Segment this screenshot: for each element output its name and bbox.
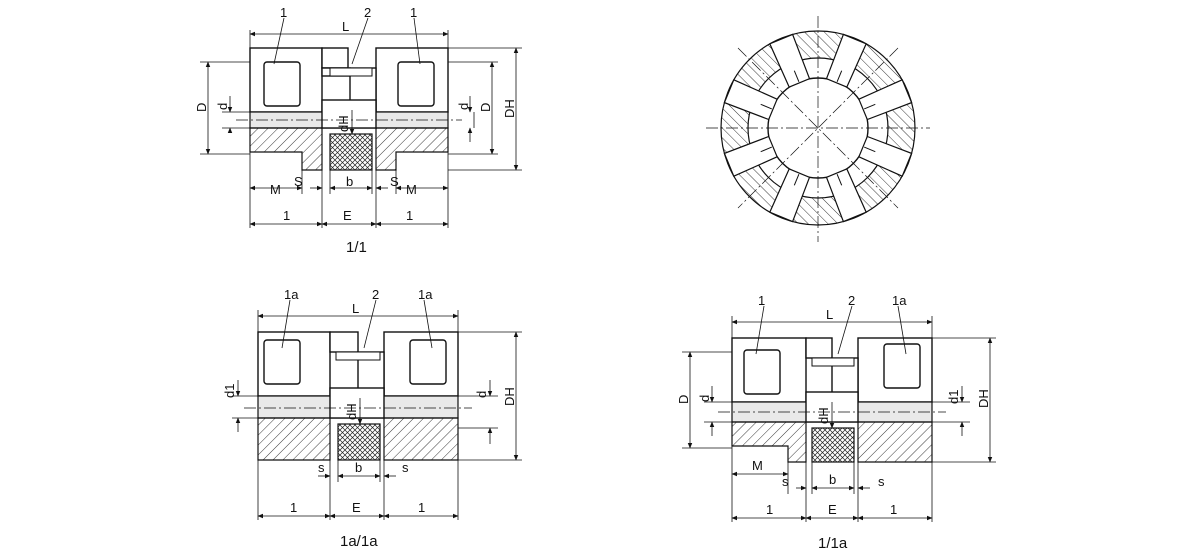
label-len-right: 1 bbox=[890, 502, 897, 517]
spider-cam bbox=[723, 78, 778, 121]
spider-cam-tip bbox=[793, 70, 800, 82]
label-d1: d1 bbox=[946, 390, 961, 404]
figure-3-caption: 1a/1a bbox=[340, 533, 378, 550]
label-dH: dH bbox=[344, 403, 359, 420]
label-S-right: S bbox=[390, 174, 399, 189]
label-D-left: D bbox=[194, 103, 209, 112]
spider-cam-tip bbox=[864, 146, 876, 153]
label-hub-left: 1 bbox=[758, 293, 765, 308]
spider-cam-tip bbox=[836, 174, 843, 186]
label-b: b bbox=[355, 460, 362, 475]
label-len-left: 1 bbox=[290, 500, 297, 515]
label-len-right: 1 bbox=[418, 500, 425, 515]
label-hub-left: 1 bbox=[280, 5, 287, 20]
figure-4-coupling-1-1a: 1 2 1a L D d d1 DH dH M s b s 1 E 1 1/1a bbox=[676, 293, 996, 552]
spider-cam-tip bbox=[793, 174, 800, 186]
label-d: d bbox=[697, 395, 712, 402]
label-S-left: S bbox=[294, 174, 303, 189]
label-d: d bbox=[474, 391, 489, 398]
spider-cam bbox=[858, 78, 913, 121]
figure-4-caption: 1/1a bbox=[818, 535, 848, 552]
label-hub-right: 1a bbox=[418, 287, 433, 302]
spider-cam bbox=[858, 135, 913, 178]
label-len-left: 1 bbox=[766, 502, 773, 517]
label-s-left: s bbox=[318, 460, 325, 475]
label-DH: DH bbox=[502, 99, 517, 118]
spider-cam bbox=[768, 168, 811, 223]
label-d-left: d bbox=[215, 103, 230, 110]
label-DH: DH bbox=[976, 389, 991, 408]
label-L: L bbox=[826, 307, 833, 322]
label-d-right: d bbox=[456, 103, 471, 110]
label-E: E bbox=[352, 500, 361, 515]
label-DH: DH bbox=[502, 387, 517, 406]
label-hub-left: 1a bbox=[284, 287, 299, 302]
spider-cam bbox=[825, 168, 868, 223]
spider-cam-tip bbox=[836, 70, 843, 82]
label-E: E bbox=[343, 208, 352, 223]
label-s-right: s bbox=[878, 474, 885, 489]
spider-cam bbox=[825, 33, 868, 88]
label-insert: 2 bbox=[848, 293, 855, 308]
label-D: D bbox=[676, 395, 691, 404]
label-M-left: M bbox=[270, 182, 281, 197]
label-D-right: D bbox=[478, 103, 493, 112]
label-b: b bbox=[346, 174, 353, 189]
label-hub-right: 1a bbox=[892, 293, 907, 308]
spider-cam bbox=[768, 33, 811, 88]
figure-1-caption: 1/1 bbox=[346, 239, 367, 256]
figure-2-spider-cross-section bbox=[706, 16, 930, 242]
spider-cam-tip bbox=[760, 103, 772, 110]
label-s-left: s bbox=[782, 474, 789, 489]
figure-1-coupling-1-1: 1 2 1 L D d d D DH dH M S b S M 1 E 1 1/… bbox=[194, 5, 522, 256]
figure-3-coupling-1a-1a: 1a 2 1a L d1 d DH dH s b s 1 E 1 1a/1a bbox=[222, 287, 522, 550]
label-M: M bbox=[752, 458, 763, 473]
label-b: b bbox=[829, 472, 836, 487]
label-dH: dH bbox=[816, 407, 831, 424]
label-E: E bbox=[828, 502, 837, 517]
spider-cam-tip bbox=[864, 103, 876, 110]
label-dH: dH bbox=[336, 115, 351, 132]
label-s-right: s bbox=[402, 460, 409, 475]
label-insert: 2 bbox=[372, 287, 379, 302]
spider-cam-tip bbox=[760, 146, 772, 153]
label-insert: 2 bbox=[364, 5, 371, 20]
spider-cam bbox=[723, 135, 778, 178]
label-L: L bbox=[352, 301, 359, 316]
label-d1: d1 bbox=[222, 384, 237, 398]
label-len-left: 1 bbox=[283, 208, 290, 223]
label-len-right: 1 bbox=[406, 208, 413, 223]
label-hub-right: 1 bbox=[410, 5, 417, 20]
label-L: L bbox=[342, 19, 349, 34]
label-M-right: M bbox=[406, 182, 417, 197]
